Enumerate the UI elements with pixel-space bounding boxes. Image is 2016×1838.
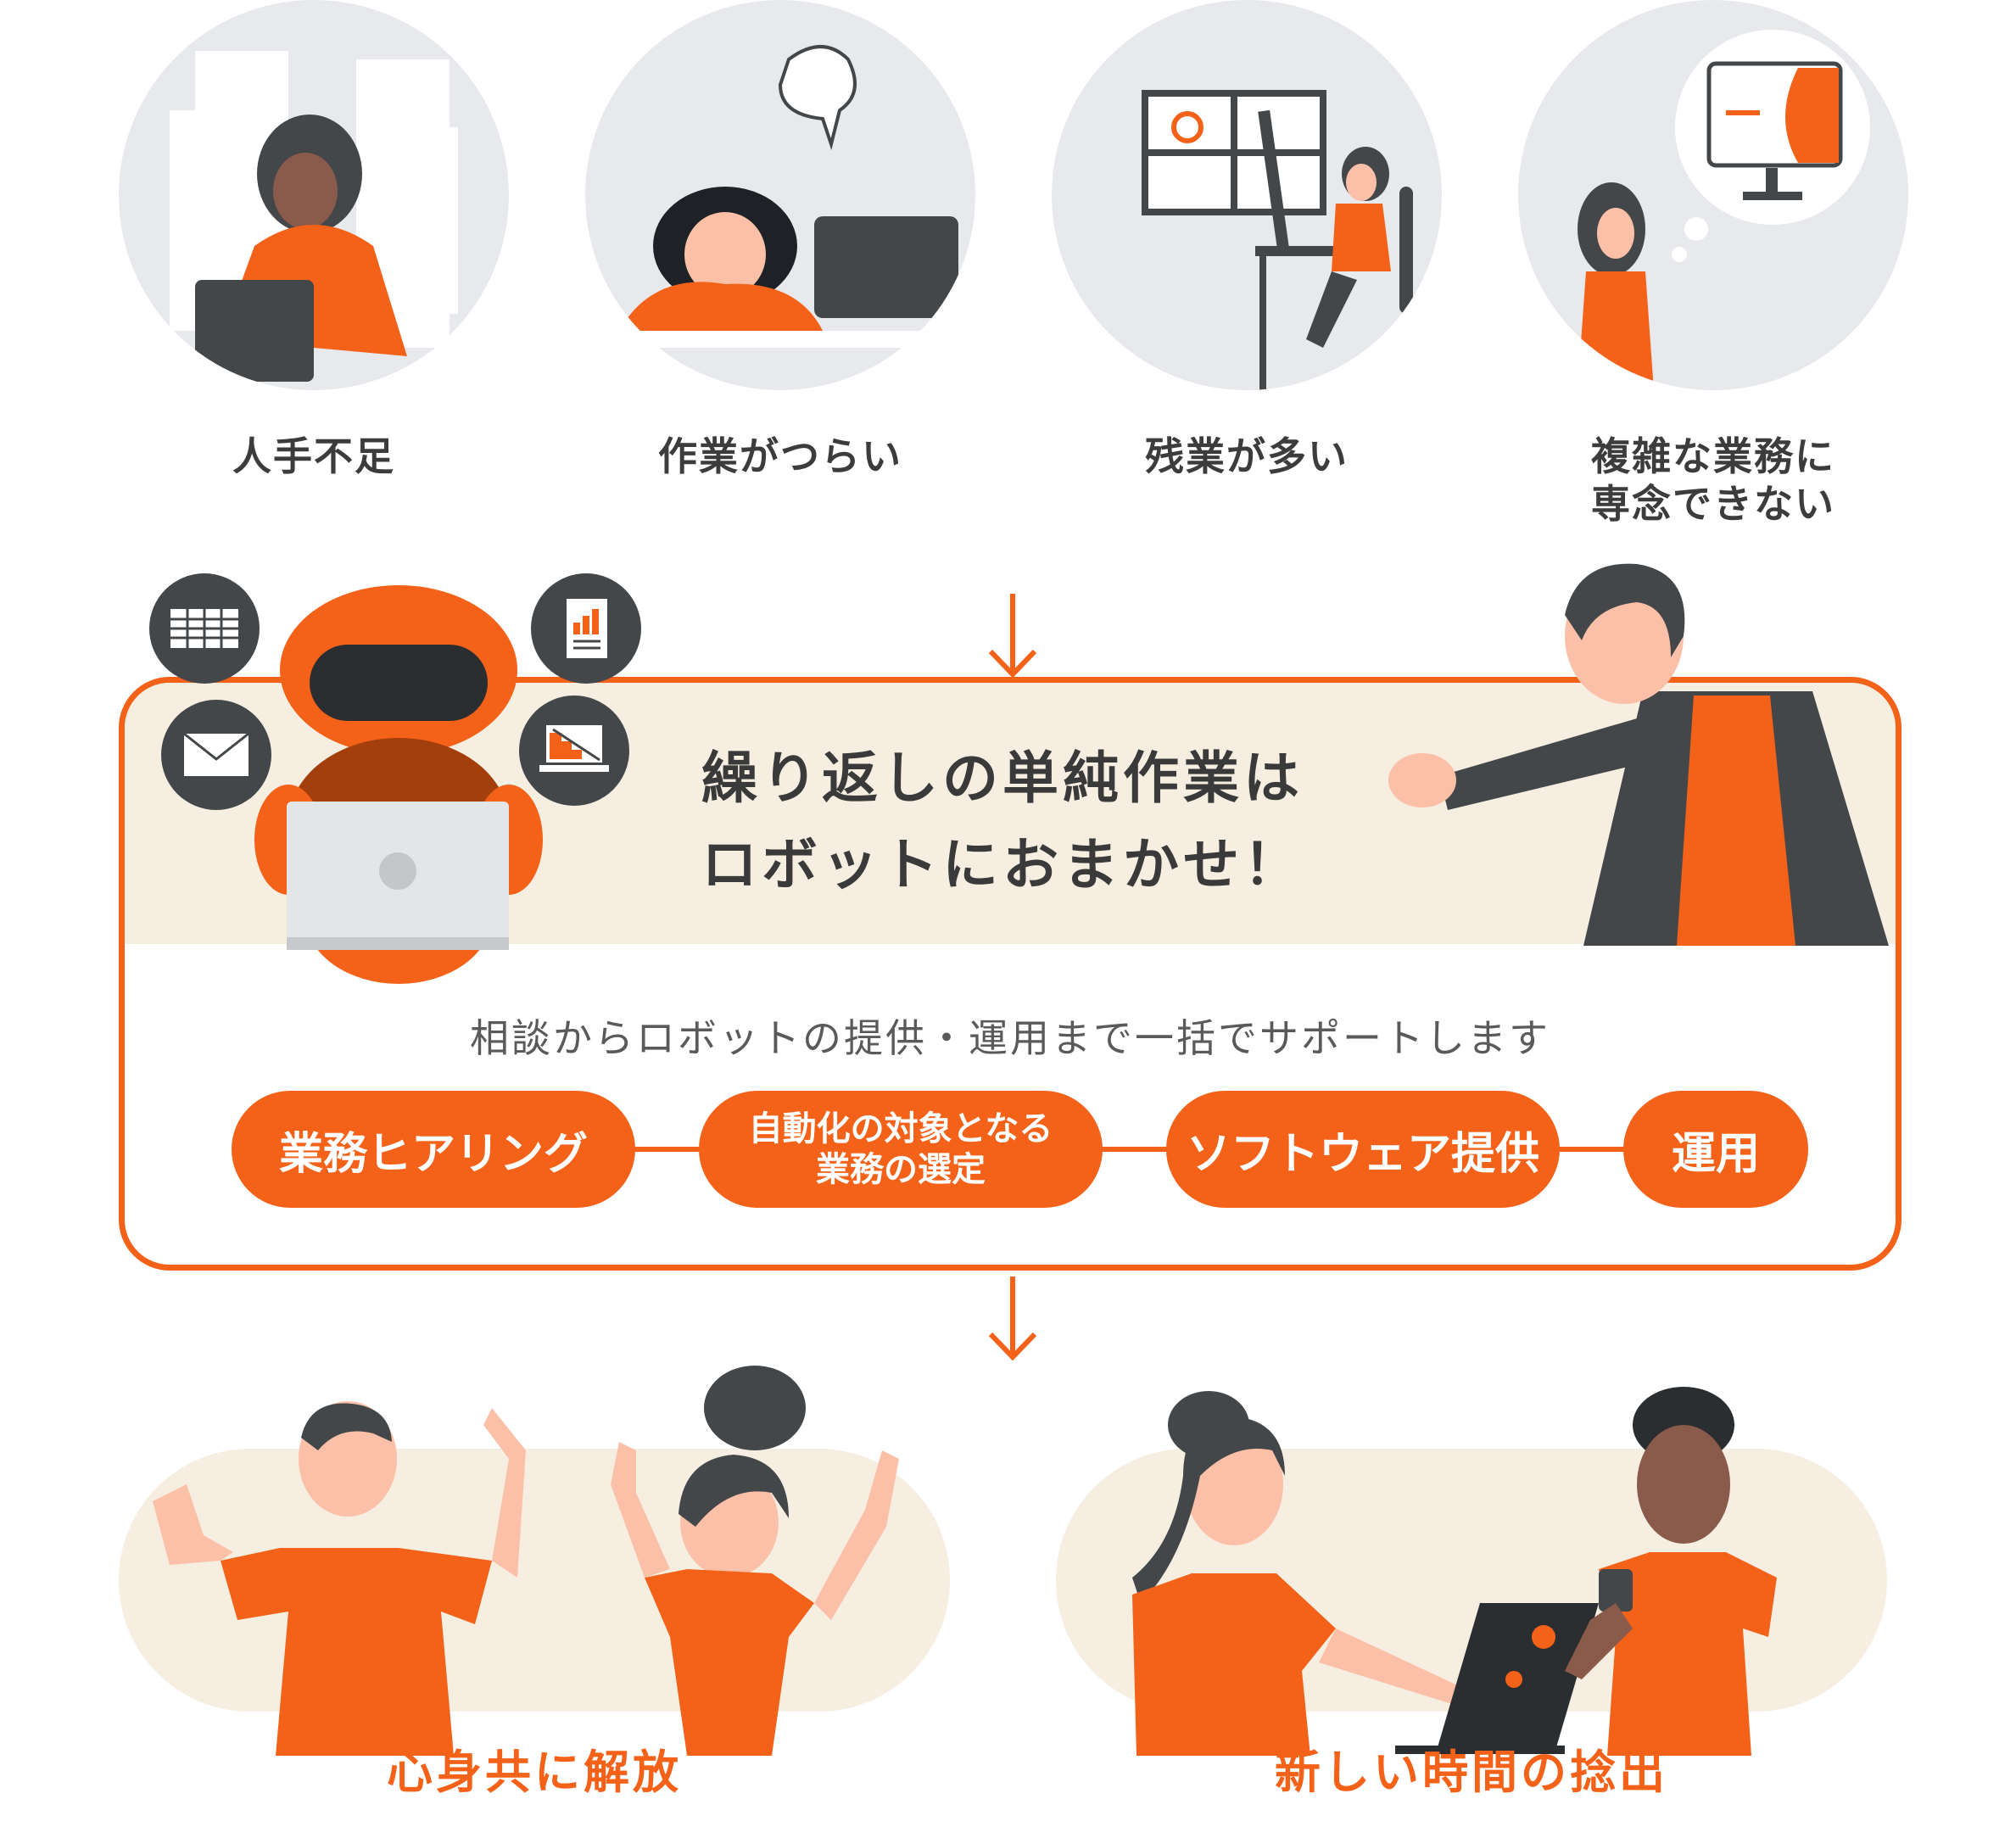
solution-headline: 繰り返しの単純作業は ロボットにおまかせ！ bbox=[701, 746, 1304, 898]
laptop-chart-icon bbox=[519, 696, 629, 806]
step-label: ソフトウェア提供 bbox=[1186, 1128, 1539, 1180]
step-label: 運用 bbox=[1671, 1128, 1760, 1180]
problem-label-overtime: 残業が多い bbox=[1145, 433, 1349, 479]
step-label: 業務ヒアリング bbox=[278, 1128, 588, 1180]
solution-subline: 相談からロボットの提供・運用まで一括でサポートします bbox=[470, 1015, 1550, 1061]
step-pill-hearing: 業務ヒアリング bbox=[232, 1091, 635, 1208]
presenter-head bbox=[1565, 563, 1685, 704]
arrow-down-icon bbox=[988, 1277, 1037, 1361]
step-connector bbox=[634, 1147, 701, 1152]
report-chart-icon bbox=[531, 573, 641, 684]
problem-illustration-hard-work bbox=[585, 0, 975, 390]
arrow-down-icon bbox=[988, 594, 1037, 679]
outcome-label-freed: 心身共に解放 bbox=[387, 1746, 682, 1799]
problem-label-understaffed: 人手不足 bbox=[232, 433, 395, 479]
problem-illustration-no-focus bbox=[1518, 0, 1908, 390]
outcome-illustration-time bbox=[1132, 1387, 1777, 1756]
step-pill-software: ソフトウェア提供 bbox=[1166, 1091, 1560, 1208]
presenter-illustration bbox=[1388, 691, 1889, 946]
step-pill-selection: 自動化の対象となる 業務の選定 bbox=[699, 1091, 1103, 1208]
solution-panel: 繰り返しの単純作業は ロボットにおまかせ！ 相談からロボットの提供・運用まで一括… bbox=[119, 677, 1902, 1271]
problem-label-no-focus: 複雑な業務に 専念できない bbox=[1591, 433, 1835, 528]
spreadsheet-icon bbox=[149, 573, 260, 684]
step-connector bbox=[1100, 1147, 1168, 1152]
robot-illustration bbox=[254, 585, 543, 984]
step-pill-operation: 運用 bbox=[1623, 1091, 1808, 1208]
mail-icon bbox=[161, 700, 271, 810]
step-connector bbox=[1558, 1147, 1626, 1152]
problem-illustration-overtime bbox=[1052, 0, 1442, 390]
outcome-label-time: 新しい時間の捻出 bbox=[1275, 1746, 1668, 1799]
step-label: 自動化の対象となる 業務の選定 bbox=[748, 1109, 1053, 1189]
problem-illustration-understaffed bbox=[119, 0, 509, 390]
problem-label-hard-work: 作業がつらい bbox=[658, 433, 902, 479]
outcome-illustration-freed bbox=[153, 1366, 899, 1756]
